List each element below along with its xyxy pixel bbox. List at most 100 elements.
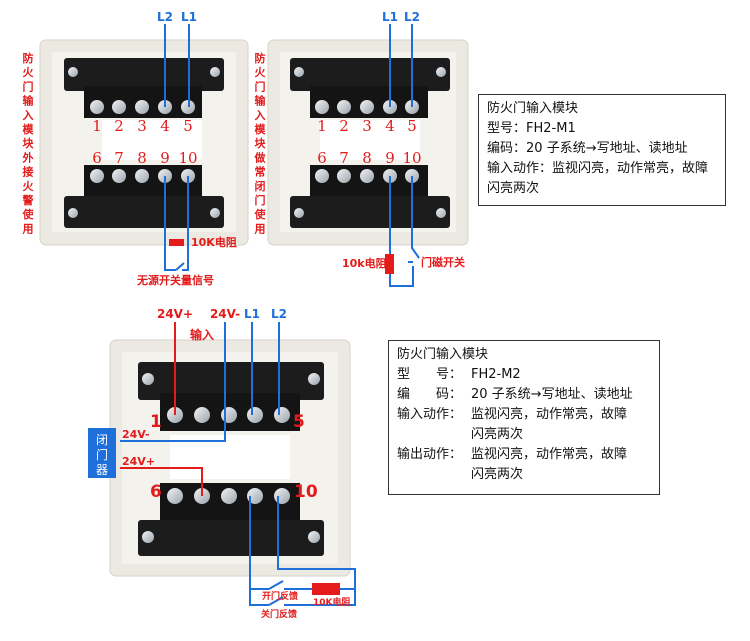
- closer-minus-label: 24V-: [122, 428, 150, 441]
- wire-label: L2: [404, 10, 420, 24]
- input-action-value: 监视闪亮，动作常亮，故障: [552, 161, 709, 176]
- terminal-label: 6: [317, 149, 327, 167]
- info-code: 编 码： 20 子系统→写地址、读地址: [397, 385, 651, 405]
- model-value: FH2-M2: [471, 367, 521, 382]
- vertical-label-char: 块: [255, 136, 267, 150]
- output-action-value: 监视闪亮，动作常亮，故障: [471, 447, 628, 462]
- terminal-label: 1: [317, 117, 327, 135]
- terminal-label: 10: [178, 149, 197, 167]
- vertical-label-char: 防: [23, 51, 34, 65]
- info-input-action: 输入动作：监视闪亮，动作常亮，故障: [397, 405, 651, 425]
- terminal-label: 4: [385, 117, 395, 135]
- vertical-label-char: 模: [255, 122, 267, 136]
- vertical-label-char: 用: [23, 222, 34, 235]
- module-2: 1 2 3 4 5 6 7 8 9 10 L1 L2 10k电阻 门磁开关: [267, 10, 469, 287]
- module-2-top-terminal-block: [290, 58, 450, 91]
- resistor-label: 10K电阻: [191, 235, 237, 249]
- info-box-fh2-m1: 防火门输入模块 型号：FH2-M1 编码：20 子系统→写地址、读地址 输入动作…: [478, 94, 726, 206]
- info-title: 防火门输入模块: [397, 347, 489, 362]
- module-2-bottom-terminal-block: [290, 196, 450, 228]
- vertical-label-char: 入: [23, 109, 34, 122]
- input-label: 输入: [190, 327, 214, 342]
- vertical-label-char: 门: [23, 79, 34, 93]
- input-action-value: 监视闪亮，动作常亮，故障: [471, 407, 628, 422]
- vertical-label-char: 器: [96, 463, 108, 477]
- model-value: FH2-M1: [526, 121, 576, 136]
- terminal-label: 3: [137, 117, 147, 135]
- close-feedback-label: 关门反馈: [261, 608, 297, 620]
- vertical-label-char: 使: [22, 207, 35, 221]
- wire-label: 24V+: [157, 307, 193, 321]
- vertical-label-char: 火: [23, 66, 35, 79]
- vertical-label-char: 闭: [255, 179, 266, 193]
- terminal-label: 2: [114, 117, 124, 135]
- vertical-label-char: 门: [255, 193, 266, 207]
- terminal-label: 4: [160, 117, 170, 135]
- resistor-label: 10K电阻: [313, 596, 351, 608]
- terminal-label: 1: [92, 117, 102, 135]
- terminal-label: 5: [293, 412, 305, 432]
- terminal-label: 5: [183, 117, 193, 135]
- terminal-label: 5: [407, 117, 417, 135]
- input-action-label: 输入动作：: [487, 161, 553, 176]
- switch-label: 门磁开关: [421, 255, 465, 269]
- wire-label: L1: [382, 10, 398, 24]
- module-3-bottom-terminal-block: [138, 520, 324, 556]
- module-3-top-terminal-block: [138, 362, 324, 400]
- wire-label: L1: [181, 10, 197, 24]
- terminal-label: 8: [362, 149, 372, 167]
- code-label: 编 码：: [397, 387, 463, 402]
- resistor-icon: [169, 239, 184, 246]
- info-title: 防火门输入模块: [487, 101, 579, 116]
- info-output-action-cont: 闪亮两次: [471, 467, 524, 482]
- resistor-icon: [385, 254, 394, 274]
- code-value: 20 子系统→写地址、读地址: [526, 141, 688, 156]
- code-value: 20 子系统→写地址、读地址: [471, 387, 633, 402]
- vertical-label-char: 常: [255, 165, 266, 179]
- resistor-label: 10k电阻: [342, 256, 387, 270]
- vertical-label-char: 火: [255, 66, 267, 79]
- open-feedback-label: 开门反馈: [262, 590, 298, 602]
- module-1: 1 2 3 4 5 6 7 8 9 10 L2 L1 10K电阻 无源开关量信号: [39, 10, 249, 287]
- terminal-label: 6: [150, 482, 162, 502]
- vertical-label-char: 入: [255, 109, 266, 122]
- module-1-wires: [164, 24, 190, 271]
- info-output-action: 输出动作：监视闪亮，动作常亮，故障: [397, 445, 651, 465]
- module-1-top-terminal-block: [64, 58, 224, 91]
- terminal-label: 10: [294, 482, 318, 502]
- vertical-label-char: 模: [23, 122, 35, 136]
- terminal-label: 10: [402, 149, 421, 167]
- info-model: 型号：FH2-M1: [487, 119, 717, 139]
- info-model: 型 号： FH2-M2: [397, 365, 651, 385]
- terminal-label: 6: [92, 149, 102, 167]
- module-2-wires: [389, 24, 420, 287]
- terminal-label: 2: [339, 117, 349, 135]
- vertical-label-char: 输: [23, 94, 35, 108]
- vertical-label-char: 用: [255, 222, 266, 235]
- code-label: 编码：: [487, 141, 527, 156]
- switch-label: 无源开关量信号: [136, 273, 214, 287]
- wire-label: L1: [244, 307, 260, 321]
- model-label: 型 号：: [397, 367, 463, 382]
- info-input-action-cont: 闪亮两次: [487, 181, 540, 196]
- terminal-label: 8: [137, 149, 147, 167]
- vertical-label-char: 门: [255, 79, 266, 93]
- vertical-label-char: 块: [23, 136, 35, 150]
- vertical-label-char: 输: [255, 94, 267, 108]
- module-1-bottom-terminal-block: [64, 196, 224, 228]
- resistor-icon: [312, 583, 340, 595]
- terminal-label: 9: [385, 149, 395, 167]
- terminal-label: 9: [160, 149, 170, 167]
- terminal-label: 1: [150, 412, 162, 432]
- info-input-action-cont: 闪亮两次: [471, 427, 524, 442]
- door-closer-label: 闭门器: [96, 433, 108, 477]
- terminal-label: 7: [339, 149, 349, 167]
- door-closer-box: [88, 428, 116, 478]
- model-label: 型号：: [487, 121, 527, 136]
- vertical-label-char: 外: [22, 150, 34, 164]
- module-3-bottom-screws: [167, 488, 290, 504]
- module-3-wires: [120, 322, 356, 606]
